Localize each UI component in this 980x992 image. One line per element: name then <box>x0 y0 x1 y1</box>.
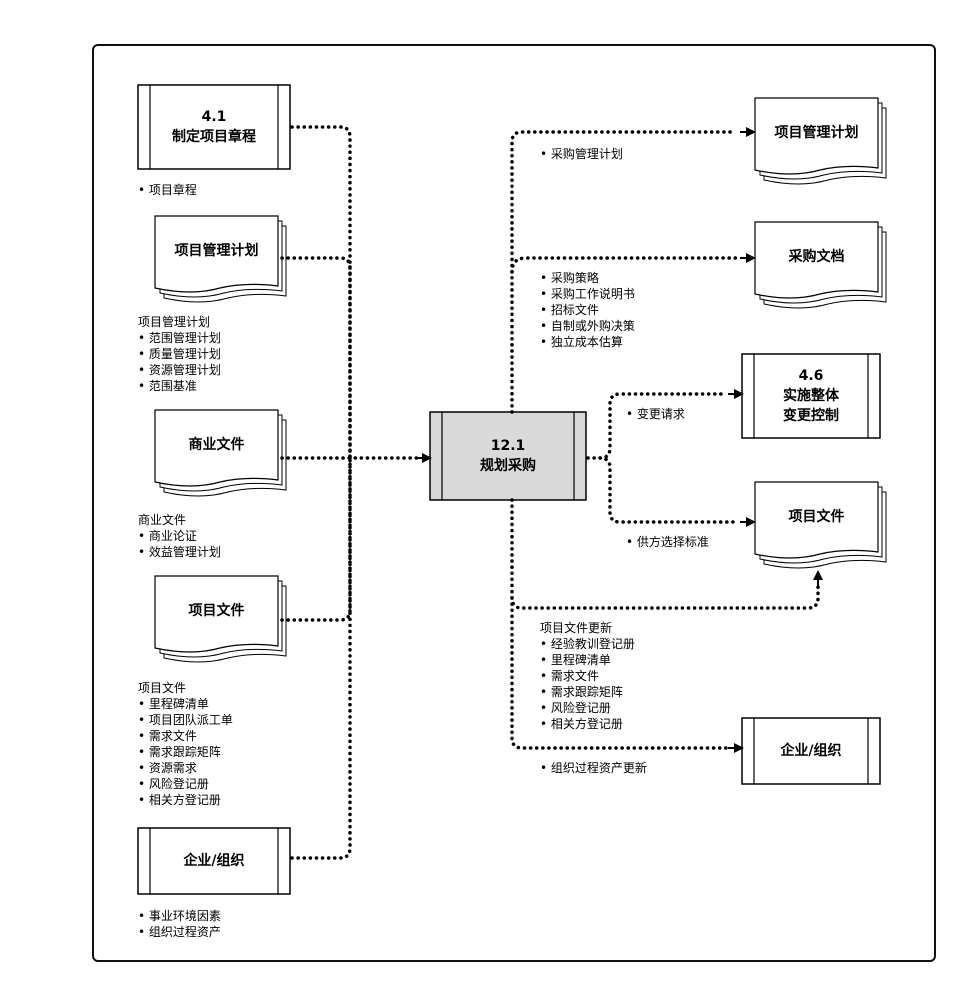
list-item: 质量管理计划 <box>138 346 221 362</box>
output-procdocs-label: 采购策略 采购工作说明书 招标文件 自制或外购决策 独立成本估算 <box>540 270 635 350</box>
output-change-title: 4.6 实施整体 变更控制 <box>754 354 868 438</box>
input-pmp-shape <box>154 215 287 303</box>
input-pmp-title: 项目管理计划 <box>174 243 259 259</box>
list-item: 项目团队派工单 <box>138 712 233 728</box>
connector-out-org <box>510 596 730 750</box>
process-number: 12.1 <box>490 438 526 454</box>
list-item: 事业环境因素 <box>138 908 221 924</box>
list-item: 资源管理计划 <box>138 362 221 378</box>
output-projdocs-title: 项目文件 <box>788 509 845 525</box>
output-projdocs-label: 供方选择标准 <box>626 534 709 550</box>
output-change-label: 变更请求 <box>626 406 685 422</box>
list-item: 里程碑清单 <box>540 652 635 668</box>
connector-out-updates <box>510 498 820 610</box>
list-item: 采购工作说明书 <box>540 286 635 302</box>
output-pmp-title: 项目管理计划 <box>774 125 859 141</box>
output-change-name: 实施整体 变更控制 <box>783 388 839 424</box>
output-change-number: 4.6 <box>798 368 824 384</box>
input-org-label: 事业环境因素 组织过程资产 <box>138 908 221 940</box>
output-org-label: 组织过程资产更新 <box>540 760 647 776</box>
connector-out-projdocs <box>598 456 738 524</box>
list-item: 自制或外购决策 <box>540 318 635 334</box>
input-projdocs-title: 项目文件 <box>188 603 245 619</box>
list-item: 需求文件 <box>138 728 233 744</box>
list-item: 经验教训登记册 <box>540 636 635 652</box>
list-item: 相关方登记册 <box>138 792 233 808</box>
list-item: 组织过程资产 <box>138 924 221 940</box>
output-procdocs-shape <box>754 221 887 309</box>
input-org-title: 企业/组织 <box>183 853 245 869</box>
process-name: 规划采购 <box>480 458 536 474</box>
connector-out-procdocs <box>510 256 738 274</box>
label-head: 项目文件 <box>138 681 187 695</box>
list-item: 采购管理计划 <box>540 146 623 162</box>
list-item: 供方选择标准 <box>626 534 709 550</box>
list-item: 风险登记册 <box>540 700 635 716</box>
input-business-title: 商业文件 <box>188 437 245 453</box>
connector-out-change <box>586 392 728 460</box>
process-title: 12.1 规划采购 <box>442 412 574 500</box>
list-item: 商业论证 <box>138 528 221 544</box>
list-item: 里程碑清单 <box>138 696 233 712</box>
process-shape <box>429 411 587 501</box>
label-head: 项目文件更新 <box>540 621 613 635</box>
input-charter-shape <box>137 84 291 170</box>
output-org-shape <box>741 717 881 785</box>
list-item: 效益管理计划 <box>138 544 221 560</box>
connector-charter <box>290 125 352 460</box>
label-head: 项目管理计划 <box>138 315 211 329</box>
input-charter-title: 4.1 制定项目章程 <box>150 85 278 169</box>
diagram-frame <box>92 44 936 962</box>
input-charter-number: 4.1 <box>201 109 227 125</box>
connector-pmp <box>280 256 352 460</box>
input-charter-name: 制定项目章程 <box>172 129 256 145</box>
list-item: 资源需求 <box>138 760 233 776</box>
output-org-title: 企业/组织 <box>780 743 842 759</box>
input-projdocs-shape <box>154 575 287 663</box>
connector-out-pmp <box>510 130 738 414</box>
output-pmp-shape <box>754 97 887 185</box>
input-pmp-label: 项目管理计划 范围管理计划 质量管理计划 资源管理计划 范围基准 <box>138 314 221 394</box>
list-item: 范围基准 <box>138 378 221 394</box>
label-head: 商业文件 <box>138 513 187 527</box>
list-item: 相关方登记册 <box>540 716 635 732</box>
output-projdocs-shape <box>754 481 887 569</box>
list-item: 招标文件 <box>540 302 635 318</box>
output-updates-label: 项目文件更新 经验教训登记册 里程碑清单 需求文件 需求跟踪矩阵 风险登记册 相… <box>540 620 635 732</box>
list-item: 风险登记册 <box>138 776 233 792</box>
list-item: 需求跟踪矩阵 <box>540 684 635 700</box>
list-item: 独立成本估算 <box>540 334 635 350</box>
list-item: 变更请求 <box>626 406 685 422</box>
output-change-shape <box>741 353 881 439</box>
connector-projdocs <box>280 456 352 622</box>
input-org-shape <box>137 827 291 895</box>
connector-org <box>290 456 352 860</box>
output-pmp-label: 采购管理计划 <box>540 146 623 162</box>
input-business-label: 商业文件 商业论证 效益管理计划 <box>138 512 221 560</box>
input-business-shape <box>154 409 287 497</box>
list-item: 项目章程 <box>138 182 197 198</box>
list-item: 需求跟踪矩阵 <box>138 744 233 760</box>
output-procdocs-title: 采购文档 <box>788 249 845 265</box>
list-item: 组织过程资产更新 <box>540 760 647 776</box>
list-item: 需求文件 <box>540 668 635 684</box>
input-charter-label: 项目章程 <box>138 182 197 198</box>
input-projdocs-label: 项目文件 里程碑清单 项目团队派工单 需求文件 需求跟踪矩阵 资源需求 风险登记… <box>138 680 233 808</box>
list-item: 采购策略 <box>540 270 635 286</box>
list-item: 范围管理计划 <box>138 330 221 346</box>
